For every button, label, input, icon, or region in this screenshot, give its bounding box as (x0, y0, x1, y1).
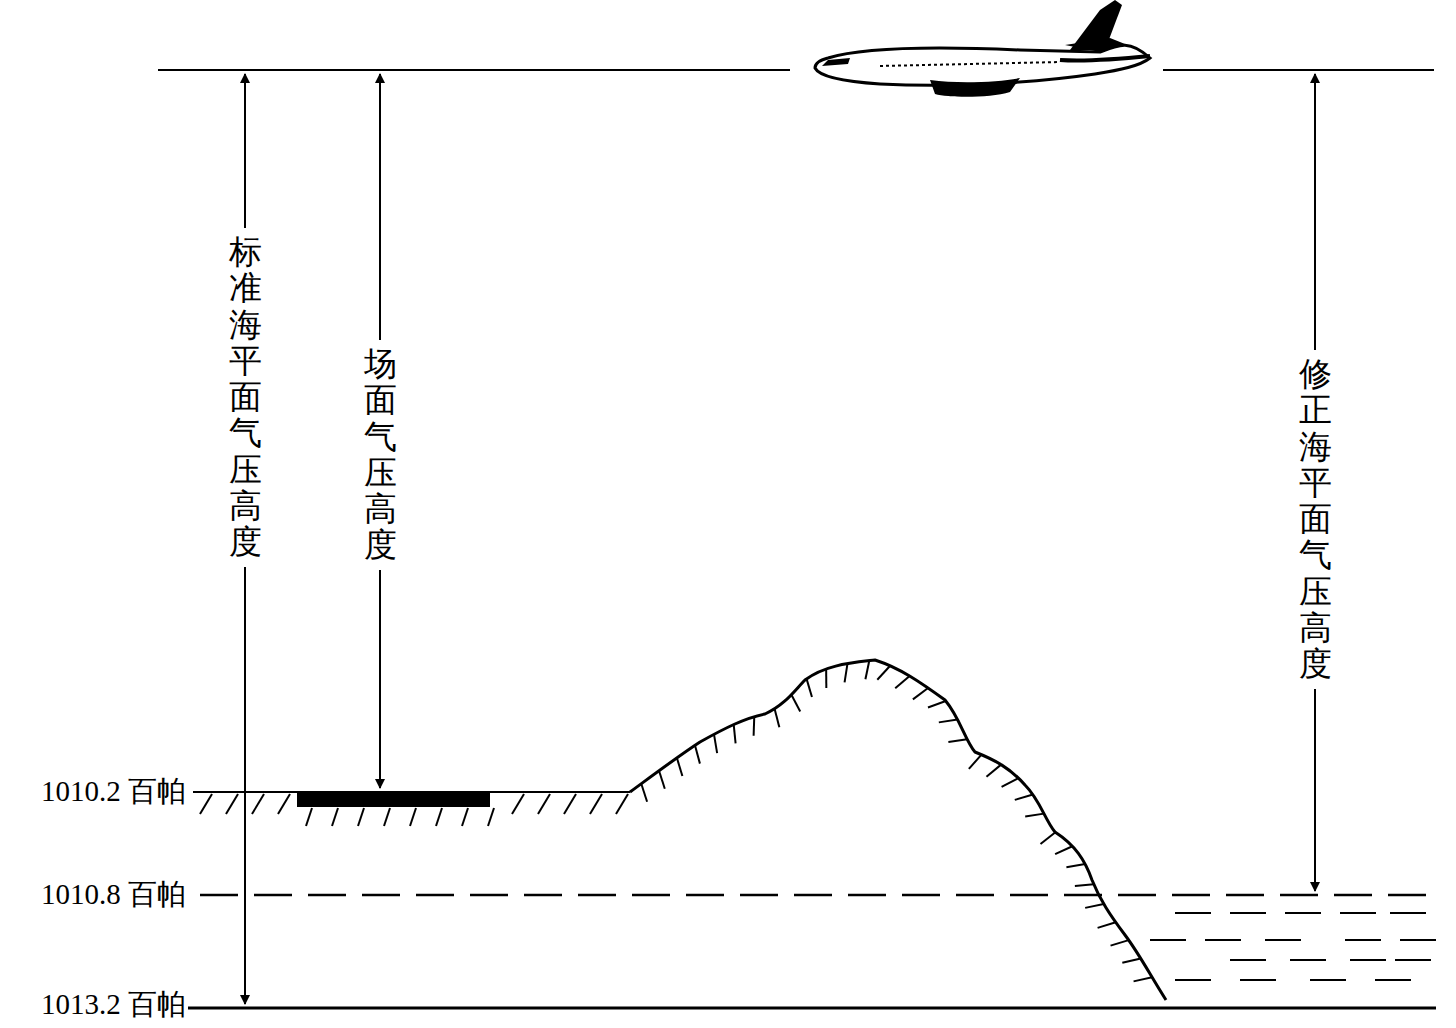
ground-hatch (512, 794, 524, 814)
ground-hatch (488, 808, 494, 826)
terrain-hatch (734, 725, 736, 744)
pressure-level-label: 1013.2 百帕 (39, 985, 188, 1025)
terrain-hatch (659, 771, 665, 789)
terrain-hatch (695, 745, 700, 763)
water-wave (1205, 939, 1241, 941)
water-wave (1375, 979, 1411, 981)
water-wave (1395, 959, 1431, 961)
terrain-hatch (939, 719, 958, 722)
ground-hatch (436, 808, 442, 826)
pressure-level-label: 1010.2 百帕 (39, 772, 188, 812)
water-wave (1240, 979, 1276, 981)
mountain-outline (630, 660, 1166, 1000)
ground-hatch (252, 794, 264, 814)
terrain-hatch (1085, 904, 1104, 908)
terrain-hatch (825, 669, 827, 688)
terrain-hatch (775, 709, 780, 727)
terrain-hatch (913, 688, 928, 699)
ground-hatch (462, 808, 468, 826)
ground-hatch (306, 808, 312, 826)
terrain-hatch (1025, 814, 1044, 817)
terrain-hatch (877, 666, 890, 680)
ground-hatch (590, 794, 602, 814)
field-altitude-label: 场面气压高度 (360, 340, 401, 570)
water-wave (1350, 959, 1386, 961)
terrain-hatch (1066, 864, 1085, 867)
ground-hatch (278, 794, 290, 814)
runway (297, 792, 490, 807)
terrain-hatch (845, 664, 848, 683)
ground-hatch (226, 794, 238, 814)
airplane (815, 0, 1150, 97)
ground-hatch (538, 794, 550, 814)
standard-sea-level-line (188, 1007, 1436, 1010)
water-wave (1290, 959, 1326, 961)
terrain-hatch (1111, 940, 1129, 945)
water-wave (1310, 979, 1346, 981)
ground-hatch (384, 808, 390, 826)
terrain-hatch (1015, 795, 1033, 800)
pressure-level-label: 1010.8 百帕 (39, 875, 188, 915)
terrain-hatch (1002, 778, 1019, 787)
corrected-sea-level-line (200, 894, 1432, 897)
water-wave (1175, 979, 1211, 981)
terrain-hatch (677, 758, 683, 776)
terrain-hatch (1075, 884, 1094, 886)
water-wave (1390, 912, 1426, 914)
terrain-hatch (986, 765, 1001, 777)
water-wave (1400, 939, 1436, 941)
ground-hatch (410, 808, 416, 826)
water-wave (1345, 939, 1381, 941)
water-wave (1230, 959, 1266, 961)
flight-level-line (158, 69, 790, 71)
terrain-hatch (928, 701, 946, 708)
water-wave (1175, 912, 1211, 914)
terrain-hatch (807, 679, 812, 697)
terrain-hatch (1055, 846, 1072, 854)
ground-hatch (200, 794, 212, 814)
terrain-hatch (969, 755, 982, 769)
terrain-hatch (641, 784, 647, 802)
terrain-hatch (948, 739, 967, 742)
terrain-hatch (865, 661, 869, 680)
terrain-hatch (1134, 977, 1153, 981)
water-wave (1230, 912, 1266, 914)
terrain-hatch (1098, 922, 1116, 928)
water-wave (1265, 939, 1301, 941)
standard-altitude-label: 标准海平面气压高度 (225, 228, 266, 567)
qnh-altitude-label: 修正海平面气压高度 (1295, 350, 1336, 689)
water-wave (1285, 912, 1321, 914)
terrain-hatch (1122, 958, 1140, 962)
ground-hatch (358, 808, 364, 826)
terrain-hatch (791, 695, 800, 712)
terrain-hatch (753, 717, 756, 736)
ground-hatch (332, 808, 338, 826)
water-wave (1150, 939, 1186, 941)
terrain-hatch (895, 676, 909, 688)
ground-hatch (616, 794, 628, 814)
ground-hatch (564, 794, 576, 814)
terrain-hatch (714, 734, 717, 753)
water-wave (1340, 912, 1376, 914)
flight-level-line (1163, 69, 1434, 71)
terrain-hatch (1040, 832, 1055, 844)
